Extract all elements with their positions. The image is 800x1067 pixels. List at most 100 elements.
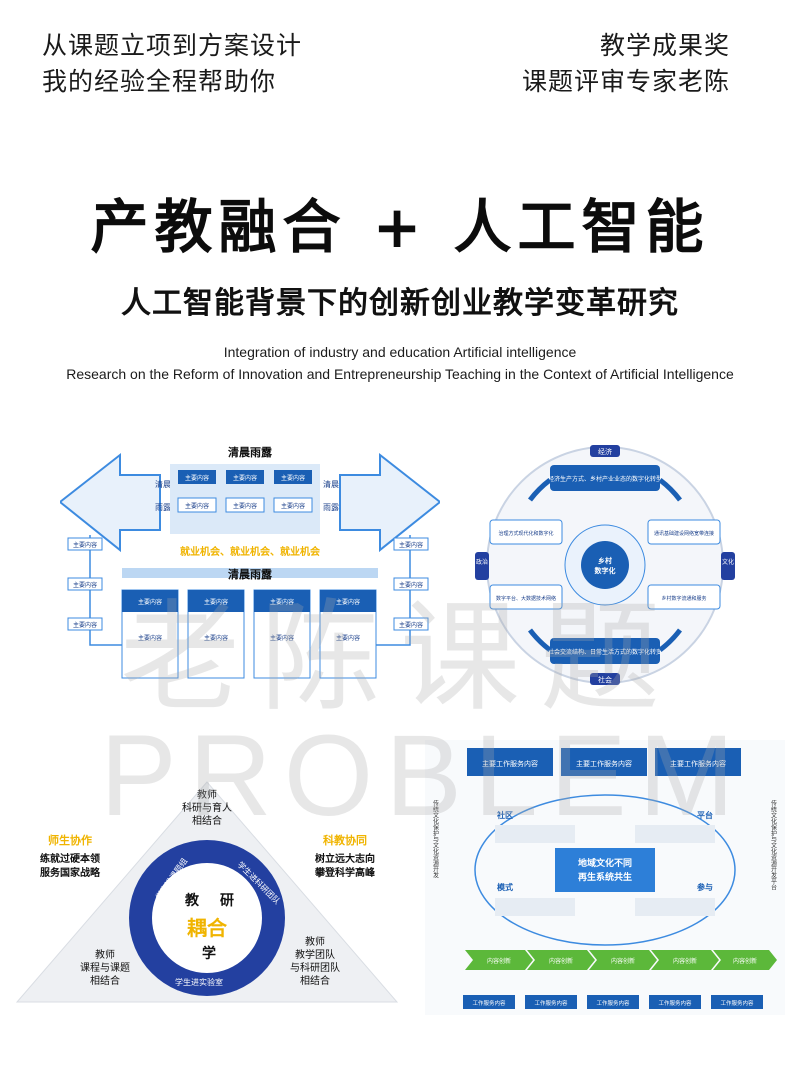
text-block — [495, 825, 575, 843]
diagram1-second-title-overlay: 清晨雨露 — [228, 567, 273, 581]
arrow-label: 内容创新 — [611, 957, 635, 965]
left-item-label: 主要内容 — [73, 541, 97, 549]
column-item: 主要内容 — [138, 634, 162, 642]
mid-box — [225, 497, 265, 513]
block-left-1 — [489, 519, 563, 545]
mid-box-label: 主要内容 — [281, 502, 305, 510]
block-left-2 — [489, 584, 563, 610]
center-circle — [581, 541, 629, 589]
column-head — [122, 590, 178, 612]
system-ellipse — [474, 794, 736, 946]
diagram1-side-label: 清晨 — [323, 479, 339, 489]
mid-box — [177, 497, 217, 513]
english-title-line-1: Integration of industry and education Ar… — [223, 344, 577, 360]
promo-text-left: 从课题立项到方案设计 我的经验全程帮助你 — [42, 28, 302, 100]
right-item — [393, 537, 429, 551]
label-left-box — [475, 552, 489, 580]
green-arrow — [527, 950, 595, 970]
green-arrow — [713, 950, 777, 970]
top-box-label: 主要内容 — [281, 474, 305, 482]
arrow-label: 内容创新 — [549, 957, 573, 965]
quadrant-label: 平台 — [697, 810, 713, 820]
diagram-system: 主要工作服务内容 主要工作服务内容 主要工作服务内容 社区 平台 模式 参与 地… — [425, 740, 785, 1015]
text-block — [635, 825, 715, 843]
bottom-box-label: 工作服务内容 — [534, 999, 568, 1007]
green-arrow — [651, 950, 719, 970]
quadrant-label: 社区 — [496, 810, 513, 820]
mid-box-label: 主要内容 — [185, 502, 209, 510]
bottom-boxes: 工作服务内容 工作服务内容 工作服务内容 工作服务内容 工作服务内容 — [463, 995, 763, 1009]
english-title-line-2: Research on the Reform of Innovation and… — [66, 366, 734, 382]
diagram-circle: 乡村数字化 经济 社会 政治 文化 经济生产方式、乡村产业业态的数字化转型 治理… — [475, 445, 735, 685]
text-block — [635, 898, 715, 916]
side-label-right: 传统文化保护与文化资源开发平台 — [770, 799, 777, 891]
left-item-label: 主要内容 — [73, 621, 97, 629]
label-bottom: 社会 — [598, 675, 612, 684]
arc-arrow — [528, 478, 552, 502]
inner-char: 教 — [185, 892, 200, 909]
arrow-label: 内容创新 — [673, 957, 697, 965]
column-head-label: 主要内容 — [270, 598, 294, 606]
right-item — [393, 577, 429, 591]
bottom-box — [525, 995, 577, 1009]
promo-line: 从课题立项到方案设计 — [42, 31, 303, 60]
promo-line: 我的经验全程帮助你 — [42, 67, 277, 96]
inner-disc — [152, 863, 262, 973]
diagram-triangle: 教师科研与育人相结合 师生协作 练就过硬本领服务国家战略 科教协同 树立远大志向… — [15, 781, 399, 1003]
block-right-2 — [647, 584, 721, 610]
left-arrow-shape — [60, 452, 161, 553]
center-label: 乡村数字化 — [595, 556, 616, 575]
bottom-box — [711, 995, 763, 1009]
label-right-box — [721, 552, 735, 580]
employment-text: 就业机会、就业机会、就业机会 — [180, 545, 320, 558]
inner-char: 研 — [220, 893, 234, 909]
top-service-box — [467, 748, 553, 776]
top-service-box — [655, 748, 741, 776]
mid-box-label: 主要内容 — [233, 502, 257, 510]
bottom-box-label: 工作服务内容 — [658, 999, 692, 1007]
promo-line: 教学成果奖 — [599, 31, 730, 60]
diagram1-side-label: 清晨 — [155, 479, 171, 489]
arrow-row: 内容创新 内容创新 内容创新 内容创新 内容创新 — [465, 950, 777, 970]
top-box-label: 主要内容 — [233, 474, 257, 482]
bottom-box — [649, 995, 701, 1009]
top-boxes: 主要内容 主要内容 主要内容 主要内容 主要内容 主要内容 — [177, 470, 313, 513]
top-service-label: 主要工作服务内容 — [576, 759, 632, 768]
green-arrow — [589, 950, 657, 970]
bottom-right-text: 教师教学团队与科研团队相结合 — [290, 935, 340, 987]
bottom-box — [463, 995, 515, 1009]
column-item: 主要内容 — [336, 634, 360, 642]
block-top — [550, 465, 660, 491]
left-item — [67, 537, 103, 551]
ring-label: 学生进实验室 — [175, 977, 223, 987]
text-block — [495, 898, 575, 916]
top-box — [178, 470, 216, 484]
right-item-label: 主要内容 — [399, 621, 423, 629]
promo-line: 课题评审专家老陈 — [521, 67, 730, 96]
bottom-box-label: 工作服务内容 — [472, 999, 506, 1007]
diagram1-side-label: 雨露 — [155, 503, 171, 512]
bottom-box-label: 工作服务内容 — [720, 999, 754, 1007]
arc-arrow — [658, 628, 682, 652]
top-box — [226, 470, 264, 484]
inner-char: 学 — [202, 945, 216, 962]
columns: 主要内容 主要内容 主要内容 主要内容 主要内容 主要内容 主要内容 主要内容 — [121, 589, 377, 679]
diagram1-top-title: 清晨雨露 — [228, 445, 273, 459]
top-service-label: 主要工作服务内容 — [670, 759, 726, 768]
triangle-top-text: 教师科研与育人相结合 — [182, 788, 232, 827]
center-label: 耦合 — [187, 916, 228, 940]
column-head — [188, 590, 244, 612]
second-title-band — [122, 568, 378, 578]
promo-text-right: 教学成果奖 课题评审专家老陈 — [522, 28, 730, 100]
left-item-label: 主要内容 — [73, 581, 97, 589]
right-loop-line — [360, 535, 411, 646]
green-arrow — [465, 950, 533, 970]
right-item-label: 主要内容 — [399, 581, 423, 589]
arc-arrow — [658, 478, 682, 502]
block-right-1 — [647, 519, 721, 545]
top-service-label: 主要工作服务内容 — [482, 759, 538, 768]
page-subtitle: 人工智能背景下的创新创业教学变革研究 — [121, 286, 679, 321]
column-head — [320, 590, 376, 612]
arc-arrow — [528, 628, 552, 652]
right-item — [393, 617, 429, 631]
